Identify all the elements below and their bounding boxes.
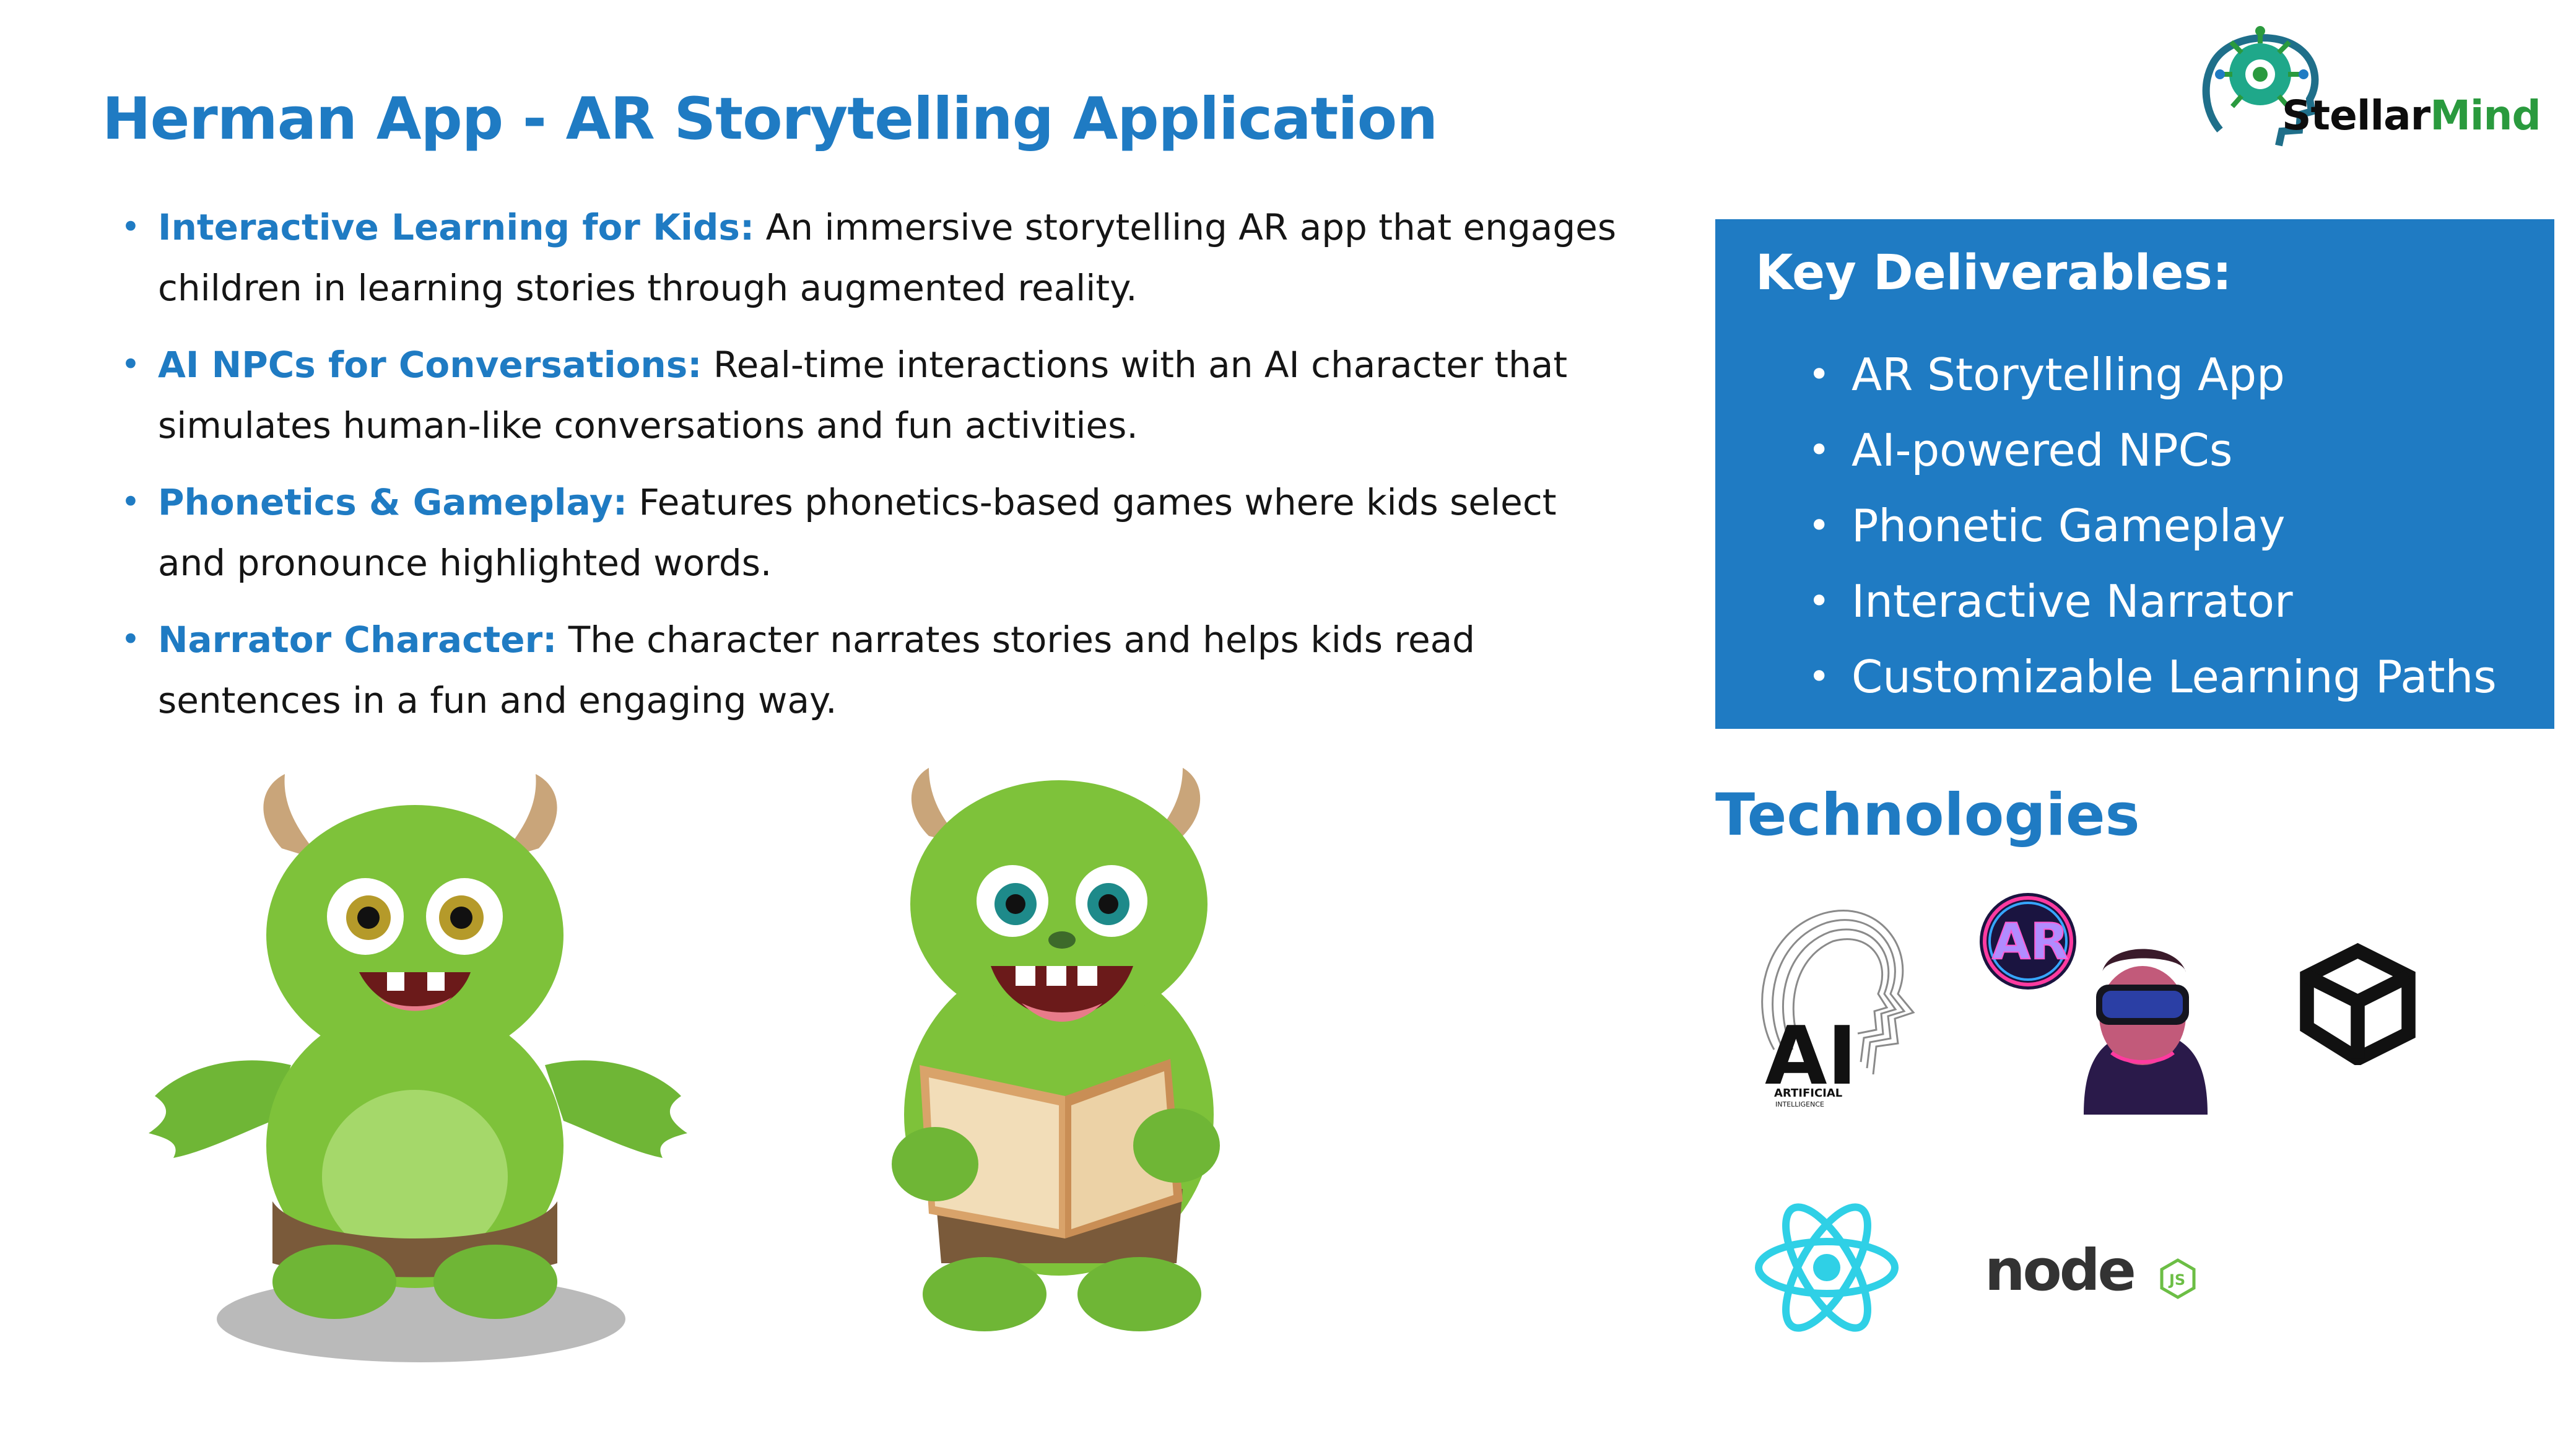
deliverable-item: Customizable Learning Paths: [1808, 639, 2497, 715]
logo-word-part1: Stellar: [2282, 92, 2430, 139]
node-wordmark: node: [1985, 1237, 2134, 1303]
react-icon: [1755, 1203, 1899, 1332]
feature-lead: AI NPCs for Conversations:: [158, 344, 702, 386]
monster-character-waving: [149, 774, 687, 1362]
feature-lead: Narrator Character:: [158, 619, 557, 661]
ai-badge-small1: ARTIFICIAL: [1774, 1087, 1842, 1100]
ai-badge-big: AI: [1765, 1009, 1857, 1103]
ar-badge-text: AR: [1992, 913, 2069, 970]
deliverables-list: AR Storytelling App AI-powered NPCs Phon…: [1808, 337, 2497, 715]
feature-item: Narrator Character: The character narrat…: [121, 609, 1619, 731]
technologies-title: Technologies: [1715, 781, 2140, 849]
feature-item: AI NPCs for Conversations: Real-time int…: [121, 334, 1619, 456]
feature-text: The character narrates stories and helps…: [158, 619, 1475, 721]
monster-character-reading: [892, 768, 1220, 1331]
deliverables-title: Key Deliverables:: [1756, 245, 2232, 301]
key-deliverables-panel: Key Deliverables: AR Storytelling App AI…: [1715, 219, 2554, 729]
deliverable-item: AI-powered NPCs: [1808, 412, 2497, 488]
feature-item: Phonetics & Gameplay: Features phonetics…: [121, 472, 1619, 593]
brain-head-logo-icon: [2202, 26, 2319, 147]
logo-wordmark: StellarMind: [2282, 92, 2541, 139]
feature-item: Interactive Learning for Kids: An immers…: [121, 197, 1619, 318]
page-title: Herman App - AR Storytelling Application: [102, 85, 1438, 153]
deliverable-item: AR Storytelling App: [1808, 337, 2497, 412]
logo-word-part2: Mind: [2430, 92, 2541, 139]
unity-icon: [2300, 942, 2416, 1065]
node-js-badge: JS: [2168, 1271, 2185, 1289]
ai-badge-small2: INTELLIGENCE: [1775, 1100, 1824, 1108]
nodejs-icon: node JS: [1985, 1237, 2196, 1303]
feature-text: An immersive storytelling AR app that en…: [158, 206, 1617, 309]
ai-head-icon: AI ARTIFICIAL INTELLIGENCE: [1761, 910, 1915, 1108]
feature-text: Features phonetics-based games where kid…: [158, 481, 1557, 584]
deliverable-item: Phonetic Gameplay: [1808, 488, 2497, 564]
deliverable-item: Interactive Narrator: [1808, 564, 2497, 639]
ar-vr-headset-icon: AR: [1980, 893, 2208, 1115]
feature-text: Real-time interactions with an AI charac…: [158, 344, 1568, 446]
feature-list: Interactive Learning for Kids: An immers…: [121, 197, 1619, 747]
feature-lead: Interactive Learning for Kids:: [158, 206, 755, 248]
feature-lead: Phonetics & Gameplay:: [158, 481, 628, 523]
stellarmind-logo: StellarMind: [2195, 25, 2567, 149]
